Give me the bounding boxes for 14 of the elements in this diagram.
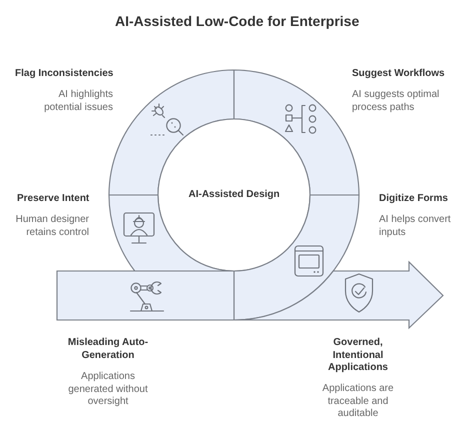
segment-title: Preserve Intent xyxy=(17,193,90,206)
segment-description: AI highlights potential issues xyxy=(43,89,113,114)
segment-description: Applications are traceable and auditable xyxy=(321,383,395,420)
segment-description: AI suggests optimal process paths xyxy=(352,89,440,114)
segment-title: Suggest Workflows xyxy=(352,68,445,80)
center-label: AI-Assisted Design xyxy=(188,189,280,202)
segment-title: Flag Inconsistencies xyxy=(15,68,114,80)
diagram-title: AI-Assisted Low-Code for Enterprise xyxy=(115,13,360,30)
segment-title: Governed, Intentional Applications xyxy=(326,337,389,374)
segment-title: Misleading Auto-Generation xyxy=(66,337,150,362)
segment-description: Applications generated without oversight xyxy=(67,371,149,408)
segment-title: Digitize Forms xyxy=(379,193,448,206)
segment-description: Human designer retains control xyxy=(14,214,89,239)
segment-description: AI helps convert inputs xyxy=(379,214,452,239)
